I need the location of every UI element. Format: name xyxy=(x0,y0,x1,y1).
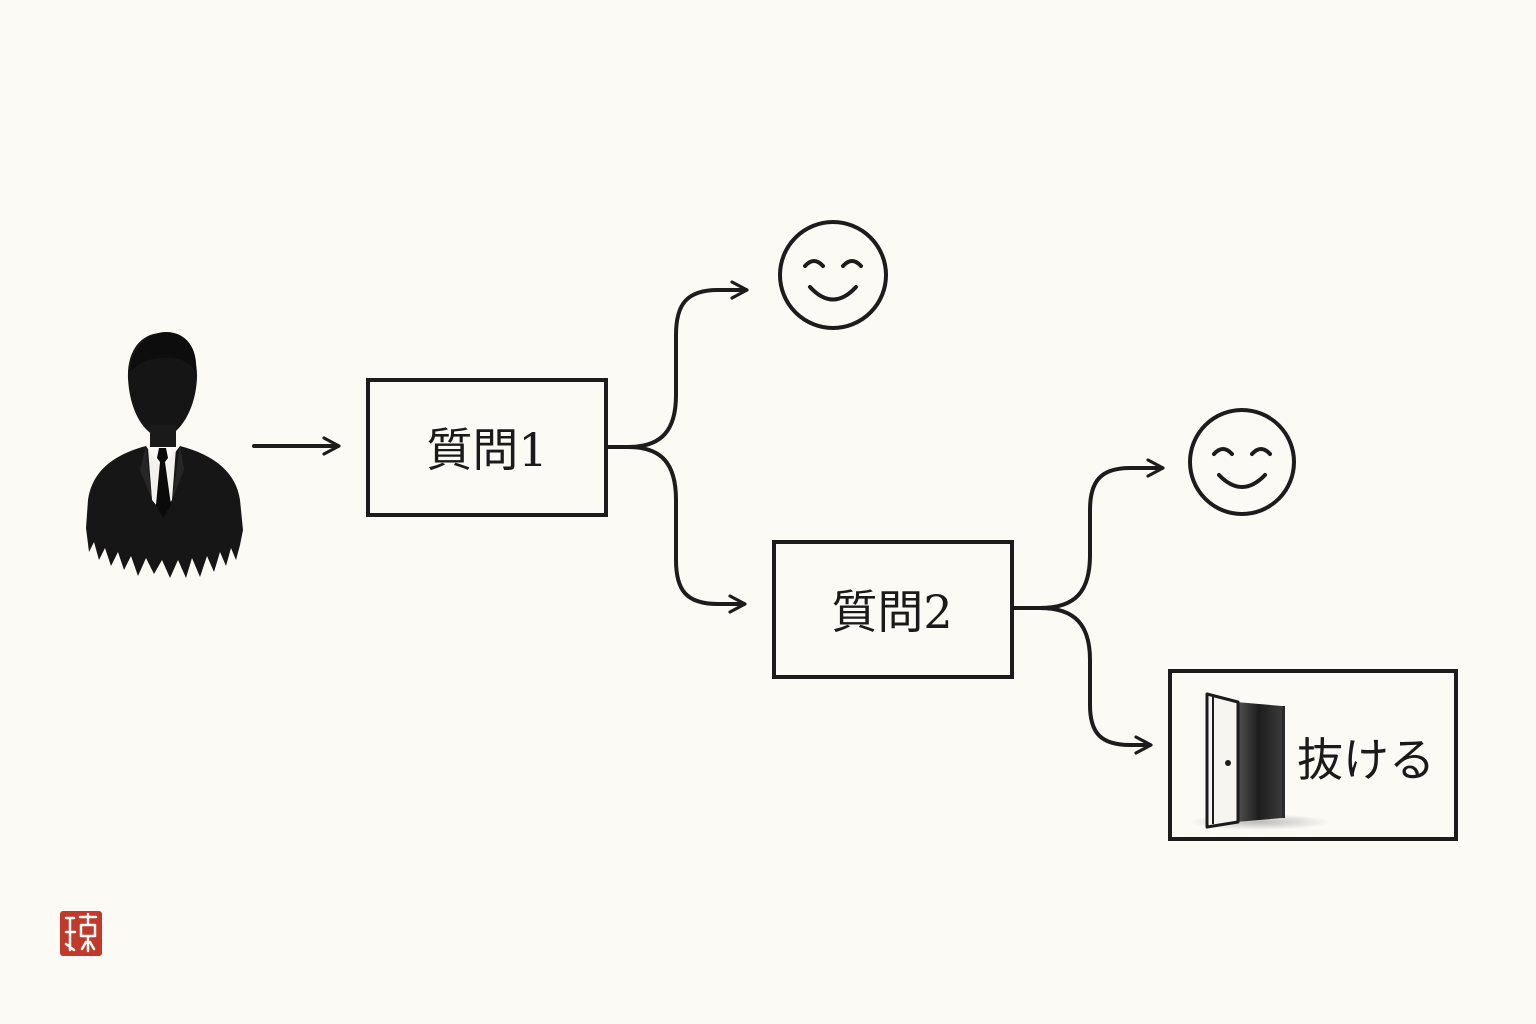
arrow-q1-to-q2 xyxy=(626,445,747,614)
red-hanko-seal-icon xyxy=(60,911,102,956)
question2-node: 質問2 xyxy=(772,540,1014,679)
exit-node: 抜ける xyxy=(1168,669,1458,841)
question1-node: 質問1 xyxy=(366,378,608,517)
businessman-silhouette-icon xyxy=(86,332,243,578)
arrow-q1-to-happy1 xyxy=(605,280,749,449)
arrow-q2-to-exit xyxy=(1038,606,1153,755)
smiley-face-icon xyxy=(1188,408,1296,516)
smiley-face-icon xyxy=(778,220,888,330)
open-door-icon xyxy=(1205,692,1285,829)
question2-label: 質問2 xyxy=(831,585,952,639)
question1-label: 質問1 xyxy=(426,423,547,477)
arrow-q2-to-happy2 xyxy=(1012,458,1165,610)
exit-label: 抜ける xyxy=(1297,733,1435,787)
